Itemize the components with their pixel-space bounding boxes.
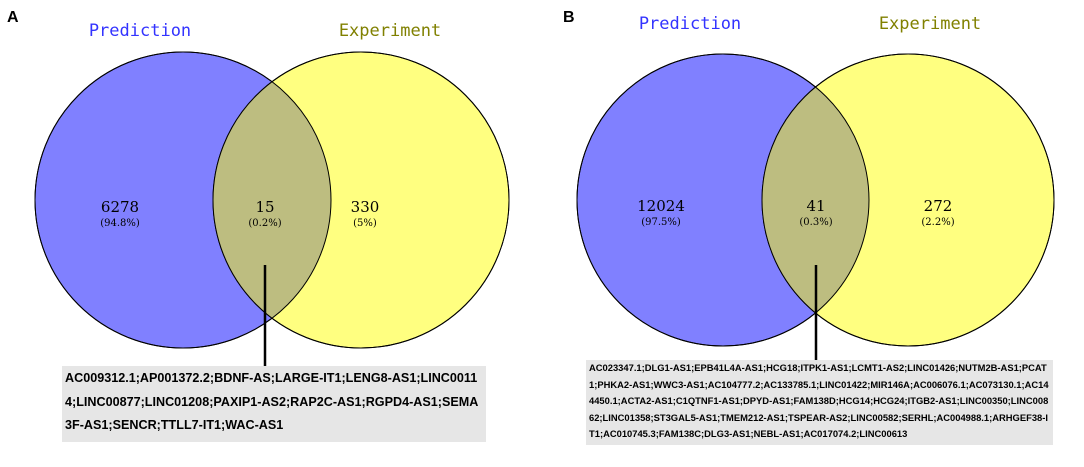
panel-a-prediction-title: Prediction xyxy=(89,21,191,41)
panel-b-experiment-only-count: 272 xyxy=(924,197,953,215)
panel-b-overlap-percent: (0.3%) xyxy=(799,217,832,228)
panel-a-experiment-title: Experiment xyxy=(339,21,441,41)
panel-a-overlap-gene-list: AC009312.1;AP001372.2;BDNF-AS;LARGE-IT1;… xyxy=(62,366,486,442)
panel-a-overlap-region xyxy=(213,52,331,348)
panel-a-overlap-percent: (0.2%) xyxy=(248,218,281,229)
panel-b-overlap-gene-list: AC023347.1;DLG1-AS1;EPB41L4A-AS1;HCG18;I… xyxy=(586,360,1053,445)
panel-a-prediction-outline xyxy=(34,51,332,349)
panel-b-prediction-only-percent: (97.5%) xyxy=(641,217,681,228)
panel-a-letter: A xyxy=(7,9,19,26)
panel-a: A Prediction Experiment 6278 (94.8%) 15 … xyxy=(7,9,510,370)
panel-b: B Prediction Experiment 12024 (97.5%) 41… xyxy=(563,9,1055,364)
panel-b-overlap-region xyxy=(762,54,869,346)
panel-a-experiment-only-percent: (5%) xyxy=(353,218,377,229)
panel-b-prediction-outline xyxy=(576,53,870,347)
panel-b-experiment-outline xyxy=(761,53,1055,347)
panel-b-experiment-only-percent: (2.2%) xyxy=(921,217,954,228)
panel-b-overlap-count: 41 xyxy=(806,197,825,215)
panel-b-prediction-only-count: 12024 xyxy=(637,197,685,215)
panel-b-letter: B xyxy=(563,9,575,26)
panel-b-prediction-title: Prediction xyxy=(639,14,741,34)
panel-a-overlap-count: 15 xyxy=(255,198,274,216)
panel-a-prediction-only-count: 6278 xyxy=(101,198,139,216)
panel-b-experiment-title: Experiment xyxy=(879,14,981,34)
panel-a-experiment-outline xyxy=(212,51,510,349)
panel-a-prediction-only-percent: (94.8%) xyxy=(100,218,140,229)
panel-a-experiment-only-count: 330 xyxy=(351,198,380,216)
